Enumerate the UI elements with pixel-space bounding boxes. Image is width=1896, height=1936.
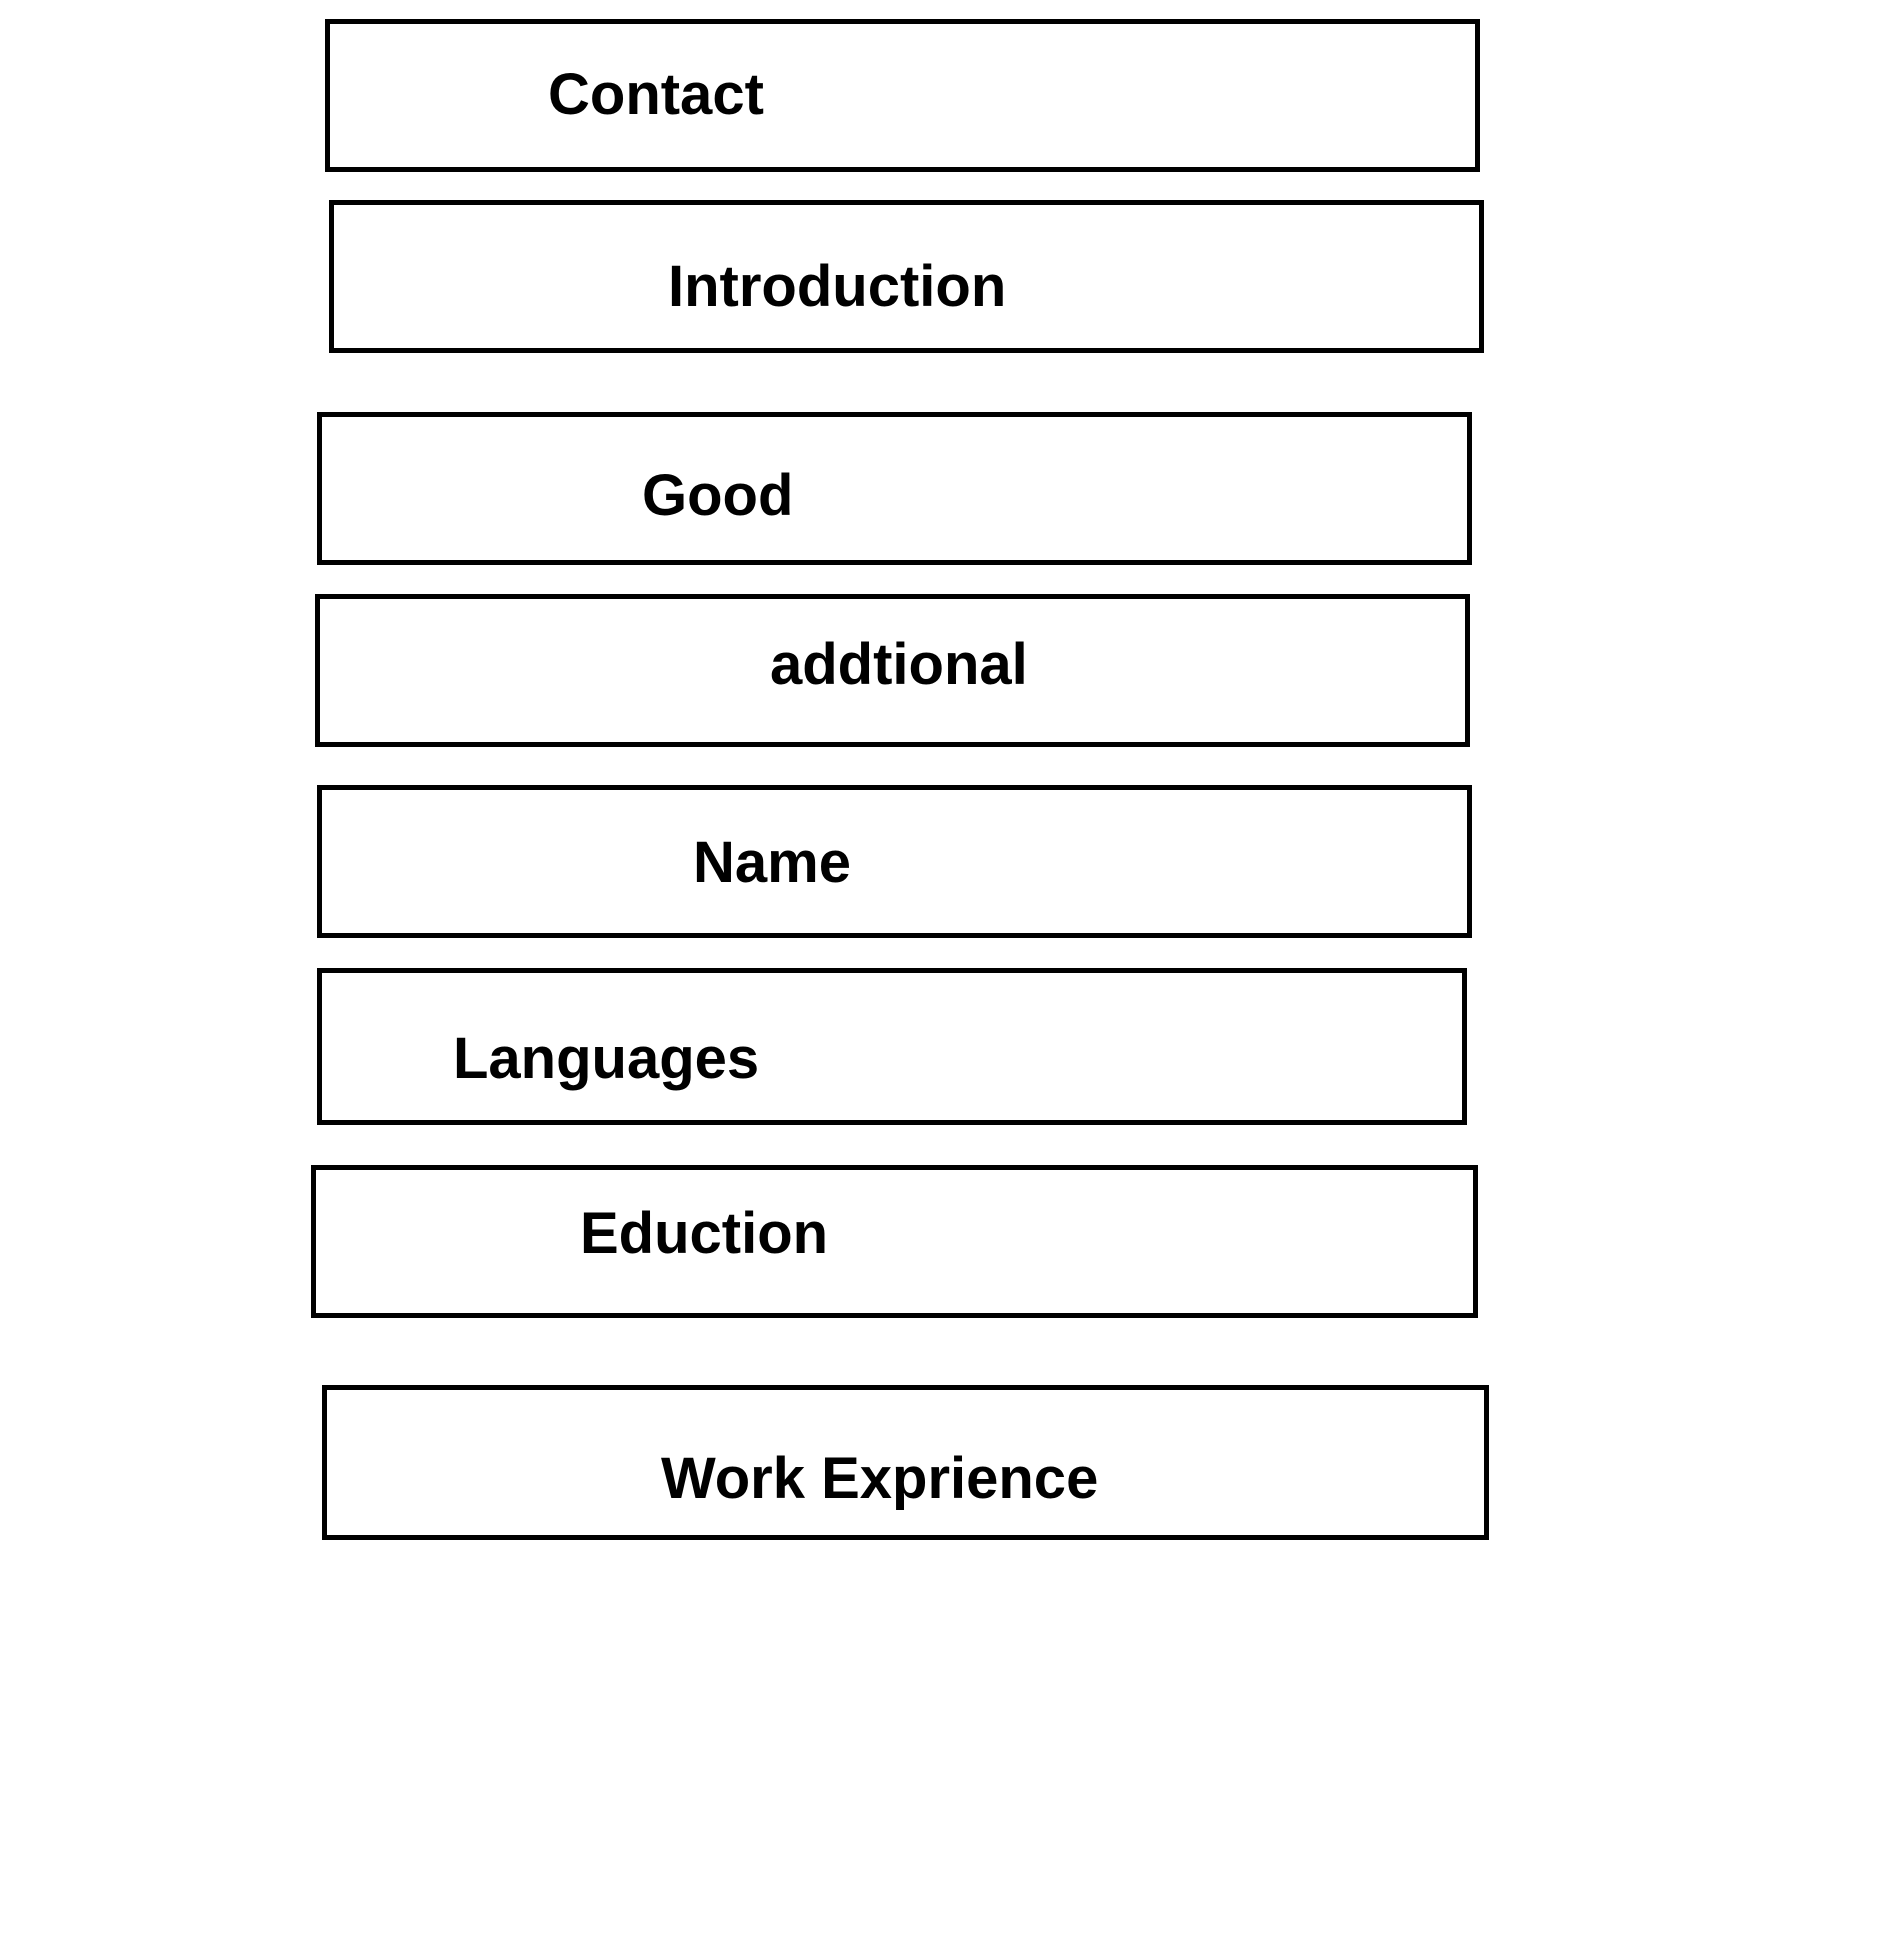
section-box-languages: Languages [317,968,1467,1125]
section-label-education: Eduction [580,1201,829,1266]
section-label-languages: Languages [453,1026,760,1091]
section-box-name: Name [317,785,1472,938]
section-label-introduction: Introduction [668,254,1007,319]
section-box-contact: Contact [325,19,1480,172]
section-box-good: Good [317,412,1472,565]
section-label-contact: Contact [548,62,764,127]
section-box-work-experience: Work Exprience [322,1385,1489,1540]
section-label-additional: addtional [770,632,1028,697]
section-label-good: Good [642,463,794,528]
section-label-work-experience: Work Exprience [661,1446,1099,1511]
section-label-name: Name [693,830,851,895]
section-box-education: Eduction [311,1165,1478,1318]
section-box-additional: addtional [315,594,1470,747]
section-box-introduction: Introduction [329,200,1484,353]
